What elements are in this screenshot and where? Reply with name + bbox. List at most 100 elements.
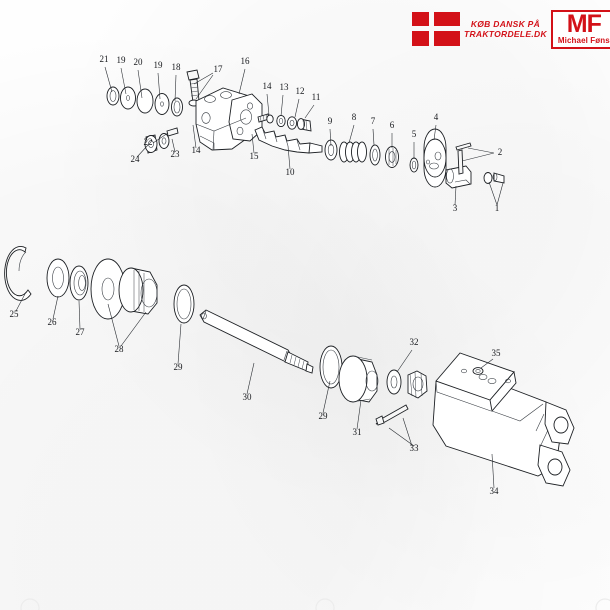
callout-28-gland-nut-and-washer: 28 bbox=[107, 303, 147, 354]
callout-1-plug-and-nut: 1 bbox=[488, 181, 504, 213]
part-21-ring bbox=[106, 86, 120, 106]
part-10-valve-spool bbox=[254, 126, 323, 154]
part-28-gland-nut-and-washer bbox=[90, 258, 158, 320]
callout-number: 29 bbox=[174, 362, 184, 372]
part-22-pin bbox=[166, 127, 179, 137]
leader-line bbox=[491, 453, 495, 489]
callout-number: 11 bbox=[312, 92, 321, 102]
callout-32-washer-32: 32 bbox=[396, 337, 419, 373]
leader-line bbox=[15, 291, 27, 312]
leader-line bbox=[152, 132, 169, 144]
part-30-piston-rod bbox=[199, 309, 314, 374]
callout-number: 17 bbox=[214, 64, 224, 74]
callout-number: 14 bbox=[192, 145, 202, 155]
leader-line bbox=[251, 133, 255, 154]
callout-number: 16 bbox=[241, 56, 251, 66]
callout-number: 6 bbox=[390, 120, 395, 130]
callout-number: 28 bbox=[115, 344, 125, 354]
callout-30-piston-rod: 30 bbox=[243, 362, 255, 402]
callout-14b-ball: 14 bbox=[192, 124, 202, 155]
part-4-end-cap bbox=[423, 128, 447, 188]
callout-35-plug-35: 35 bbox=[480, 348, 502, 369]
part-2-roll-pin bbox=[455, 142, 472, 175]
leader-line bbox=[246, 362, 255, 395]
callout-number: 5 bbox=[412, 129, 417, 139]
part-14-ball bbox=[266, 114, 274, 124]
part-13-washer bbox=[276, 114, 286, 128]
logo-monogram: MF bbox=[566, 9, 602, 38]
callout-7-washer: 7 bbox=[371, 116, 376, 146]
slogan-text: KØB DANSK PÅ TRAKTORDELE.DK bbox=[464, 19, 547, 40]
callout-number: 26 bbox=[48, 317, 58, 327]
callout-33-castle-nut-and-cotter-pin: 33 bbox=[388, 417, 420, 453]
leader-line bbox=[171, 138, 176, 153]
leader-line bbox=[280, 94, 284, 117]
callout-27-seal-27: 27 bbox=[76, 300, 85, 337]
cylinder-assembly-group bbox=[4, 246, 575, 487]
slogan-line-1: KØB DANSK PÅ bbox=[470, 18, 541, 29]
leader-line bbox=[287, 145, 291, 170]
callout-23-washer-23: 23 bbox=[171, 138, 181, 159]
callout-number: 30 bbox=[243, 392, 253, 402]
part-3-clevis-pin-sleeve bbox=[445, 165, 472, 189]
leader-line bbox=[137, 69, 143, 99]
leader-line bbox=[304, 104, 315, 119]
part-24-cap bbox=[144, 134, 158, 154]
callout-19-washer-19: 19 bbox=[154, 60, 164, 100]
leader-line bbox=[348, 124, 355, 144]
part-25-snap-ring bbox=[4, 246, 32, 301]
part-34-cylinder-barrel bbox=[432, 352, 575, 487]
callout-number: 15 bbox=[250, 151, 260, 161]
callout-number: 19 bbox=[154, 60, 164, 70]
callout-10-valve-spool: 10 bbox=[286, 145, 296, 177]
callout-number: 23 bbox=[171, 149, 181, 159]
part-29-o-ring-a bbox=[173, 284, 195, 324]
callout-22-pin-22: 22 bbox=[144, 132, 169, 147]
leader-line bbox=[136, 144, 149, 158]
part-27-seal bbox=[69, 265, 89, 301]
leader-line bbox=[488, 181, 504, 206]
callout-number: 10 bbox=[286, 167, 296, 177]
part-26-seal bbox=[46, 258, 70, 298]
callout-number: 35 bbox=[492, 348, 502, 358]
leader-line bbox=[157, 72, 161, 100]
callout-25-snap-ring: 25 bbox=[10, 291, 27, 319]
callout-number: 33 bbox=[410, 443, 420, 453]
leader-line bbox=[104, 66, 113, 93]
part-16-valve-body bbox=[195, 87, 263, 151]
logo-company-name: Michael Føns bbox=[557, 35, 610, 45]
leader-line bbox=[107, 303, 147, 347]
callout-number: 22 bbox=[144, 137, 153, 147]
callout-number: 21 bbox=[100, 54, 109, 64]
leader-line bbox=[266, 93, 270, 116]
callout-9-washer-large: 9 bbox=[328, 116, 333, 147]
leader-line bbox=[433, 124, 437, 141]
leader-line bbox=[238, 68, 246, 95]
leader-line bbox=[356, 399, 362, 430]
part-32-washer bbox=[386, 369, 402, 395]
part-11-nut bbox=[296, 118, 312, 132]
part-9-washer-large bbox=[324, 139, 338, 161]
callout-19b-washer-19: 19 bbox=[117, 55, 127, 95]
danish-flag-icon bbox=[412, 12, 460, 46]
leader-line bbox=[461, 147, 495, 162]
part-5-o-ring-small bbox=[409, 157, 419, 173]
leader-line bbox=[192, 124, 197, 149]
callout-number: 25 bbox=[10, 309, 20, 319]
leader-line bbox=[372, 128, 375, 146]
part-35-plug bbox=[472, 367, 484, 375]
callout-6-spring-seat-ring: 6 bbox=[390, 120, 395, 148]
callout-12-washer-12: 12 bbox=[294, 86, 305, 118]
callout-24-cap-24: 24 bbox=[131, 144, 149, 164]
leader-line bbox=[120, 67, 127, 95]
part-31-piston bbox=[338, 355, 379, 403]
leader-line bbox=[294, 98, 300, 118]
callout-number: 4 bbox=[434, 112, 439, 122]
callout-8-coil-spring: 8 bbox=[348, 112, 357, 144]
callout-13-washer-13: 13 bbox=[280, 82, 289, 117]
callout-11-nut: 11 bbox=[304, 92, 321, 119]
callout-number: 2 bbox=[498, 147, 503, 157]
leader-line bbox=[52, 295, 59, 320]
